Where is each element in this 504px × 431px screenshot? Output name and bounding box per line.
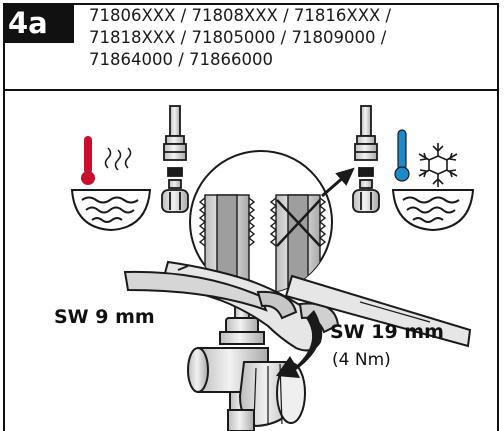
snowflake-icon <box>418 143 458 187</box>
panel-frame <box>3 3 499 431</box>
torque-label: (4 Nm) <box>332 350 391 370</box>
wrench-sw9 <box>123 270 298 320</box>
model-line-3: 71864000 / 71866000 <box>89 50 274 69</box>
thermometer-hot-icon <box>81 136 95 185</box>
steam-lines <box>104 147 132 171</box>
small-wrench-label: SW 9 mm <box>54 306 155 328</box>
curved-arrow-icon <box>276 310 321 378</box>
panel-header: 4a 71806XXX / 71808XXX / 71816XXX / 7181… <box>3 3 499 91</box>
connector-right <box>352 105 380 213</box>
pointer-arrow-icon <box>321 167 355 198</box>
connector-left <box>161 105 189 213</box>
model-line-1: 71806XXX / 71808XXX / 71816XXX / <box>89 6 392 25</box>
model-line-2: 71818XXX / 71805000 / 71809000 / <box>89 28 387 47</box>
model-codes: 71806XXX / 71808XXX / 71816XXX / 71818XX… <box>89 5 489 71</box>
thread-detail-magnifier <box>189 150 333 294</box>
cold-water-bowl <box>391 189 475 232</box>
thermometer-cold-icon <box>394 129 410 182</box>
cross-out-icon <box>276 199 321 247</box>
hot-water-bowl <box>70 189 152 232</box>
step-badge: 4a <box>3 3 74 43</box>
large-wrench-label: SW 19 mm <box>330 321 444 343</box>
